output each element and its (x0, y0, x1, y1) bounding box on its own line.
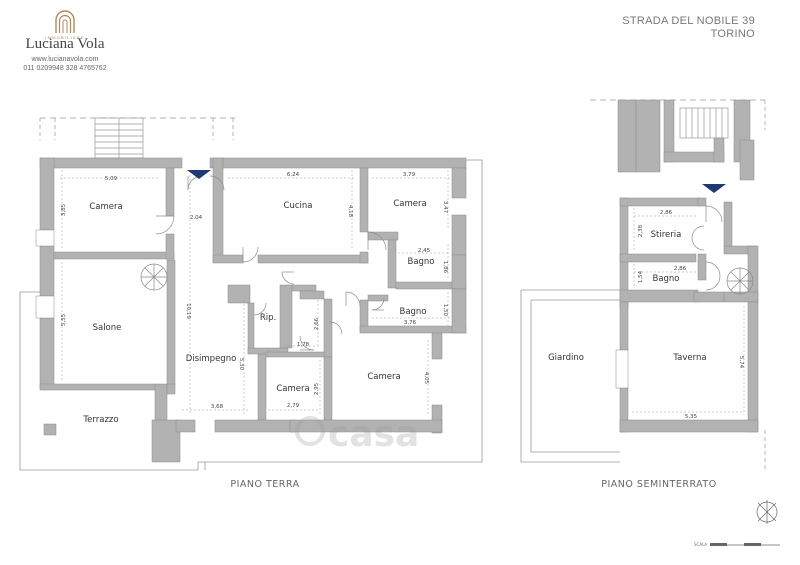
garden-outline (520, 289, 620, 463)
dim-1-86: 1,86 (442, 261, 448, 274)
entrance-marker-icon (187, 170, 211, 179)
watermark: casa (295, 414, 419, 455)
room-camera-3: Camera (276, 384, 309, 394)
floor-labels: PIANO TERRA PIANO SEMINTERRATO (230, 479, 716, 490)
scale-bar: SCALA (694, 542, 780, 547)
dim-1-54: 1,54 (638, 270, 644, 283)
room-disimpegno: Disimpegno (186, 354, 237, 364)
room-stireria: Stireria (651, 230, 682, 240)
dim-2-79: 2,79 (287, 403, 300, 409)
brand-logo-icon (55, 10, 75, 33)
basement-floor-plan (520, 99, 766, 470)
room-salone: Salone (93, 323, 122, 333)
dim-5-55: 5,55 (61, 313, 67, 326)
scale-label: SCALA (694, 542, 707, 547)
floor-label-ground: PIANO TERRA (230, 479, 299, 490)
dim-10-19: 10,19 (185, 303, 191, 319)
dim-2-45: 2,45 (418, 248, 431, 254)
dim-3-85: 3,85 (61, 203, 67, 216)
room-camera-2: Camera (393, 199, 426, 209)
dim-6-24: 6,24 (287, 172, 300, 178)
basement-spiral-staircase (726, 267, 754, 295)
room-bagno-2: Bagno (399, 307, 426, 317)
dim-4-18: 4,18 (347, 205, 353, 218)
brand-phones: 011 0209948 328 4765762 (23, 65, 107, 72)
basement-entrance-marker-icon (702, 184, 726, 193)
room-rip: Rip. (260, 313, 276, 323)
dim-5-09: 5,09 (105, 176, 118, 182)
dim-4-05: 4,05 (423, 372, 429, 385)
watermark-text: casa (328, 414, 419, 455)
room-camera-1: Camera (89, 202, 122, 212)
dim-1-50: 1,50 (442, 304, 448, 317)
ground-walls (35, 157, 467, 463)
room-cucina: Cucina (284, 201, 313, 211)
ground-floor-plan (19, 117, 483, 471)
address-city: TORINO (710, 28, 755, 40)
dim-2-86-stireria: 2,86 (660, 210, 673, 216)
dim-3-47: 3,47 (442, 201, 448, 214)
brand-website[interactable]: www.lucianavola.com (31, 56, 99, 63)
exterior-staircase (39, 117, 235, 159)
room-labels: Camera Cucina Camera Bagno Bagno Salone … (82, 199, 706, 425)
room-giardino: Giardino (548, 353, 584, 363)
dim-2-66: 2,66 (314, 317, 320, 330)
room-bagno-1: Bagno (407, 257, 434, 267)
terrace-outline (19, 159, 483, 471)
dim-1-78: 1,78 (297, 342, 310, 348)
room-bagno-3: Bagno (652, 274, 679, 284)
brand-name: Luciana Vola (25, 36, 105, 52)
basement-doors (691, 205, 723, 291)
dim-3-68: 3,68 (211, 404, 224, 410)
floor-label-basement: PIANO SEMINTERRATO (601, 479, 716, 490)
dim-3-76: 3,76 (404, 320, 417, 326)
basement-walls (615, 99, 759, 433)
dim-2-04: 2,04 (190, 215, 203, 221)
compass-icon (756, 500, 778, 524)
dim-5-30: 5,30 (238, 358, 244, 371)
room-terrazzo: Terrazzo (82, 415, 118, 425)
dim-2-95: 2,95 (314, 382, 320, 395)
dim-3-79: 3,79 (403, 172, 416, 178)
address-street: STRADA DEL NOBILE 39 (622, 15, 755, 27)
ground-dim-lines (60, 170, 450, 415)
spiral-staircase (140, 263, 168, 291)
brand-tagline: IMMOBILIARE (45, 35, 85, 40)
dim-5-74: 5,74 (738, 356, 744, 369)
ground-doors (155, 175, 387, 351)
dim-5-35: 5,35 (685, 414, 698, 420)
dim-2-86-bagno: 2,86 (674, 266, 687, 272)
room-camera-4: Camera (367, 372, 400, 382)
basement-dim-lines (632, 208, 745, 415)
room-taverna: Taverna (672, 353, 706, 363)
dimension-labels: 5,09 3,85 2,04 6,24 4,18 3,79 3,47 2,45 … (61, 172, 744, 420)
dim-2-38: 2,38 (638, 224, 644, 237)
